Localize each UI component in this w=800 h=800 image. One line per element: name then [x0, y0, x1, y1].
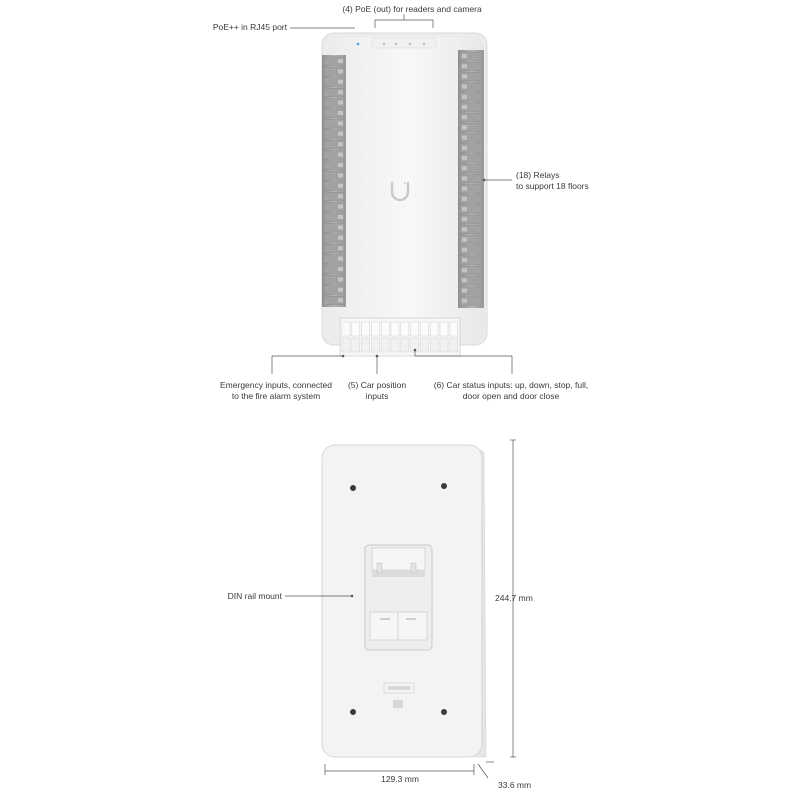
bottom-input-connector [339, 317, 461, 357]
ubiquiti-u-logo-icon [390, 181, 410, 202]
car-position-line1: (5) Car position [347, 380, 407, 390]
front-view-device [321, 32, 488, 357]
emergency-inputs-label: Emergency inputs, connected to the fire … [220, 380, 332, 402]
right-relay-terminal-block [458, 50, 484, 308]
relays-label-line2: to support 18 floors [516, 181, 589, 191]
din-rail-clip [364, 544, 433, 651]
car-position-inputs-label: (5) Car position inputs [348, 380, 406, 402]
emergency-label-line1: Emergency inputs, connected [220, 380, 332, 390]
left-terminal-block [322, 55, 346, 307]
car-status-line2: door open and door close [462, 391, 560, 401]
din-leader-dot [350, 594, 354, 598]
poe-out-label: (4) PoE (out) for readers and camera [342, 4, 482, 14]
height-dimension-label: 244.7 mm [495, 593, 533, 603]
top-poe-ports [371, 37, 437, 49]
top-leader-lines [271, 14, 513, 374]
car-status-inputs-label: (6) Car status inputs: up, down, stop, f… [434, 380, 589, 402]
poe-in-label: PoE++ in RJ45 port [212, 22, 287, 32]
relays-label: (18) Relays to support 18 floors [516, 170, 589, 192]
regulatory-marks-label [383, 682, 415, 708]
car-position-line2: inputs [365, 391, 389, 401]
status-led-icon [356, 42, 360, 46]
mounting-hole-icon [350, 483, 447, 715]
top-leader-dots [341, 178, 486, 358]
back-view-device [321, 444, 487, 758]
emergency-label-line2: to the fire alarm system [231, 391, 321, 401]
depth-dimension-label: 33.6 mm [498, 780, 532, 790]
din-rail-mount-label: DIN rail mount [227, 591, 282, 601]
car-status-line1: (6) Car status inputs: up, down, stop, f… [433, 380, 589, 390]
dimension-lines [285, 439, 516, 779]
relays-label-line1: (18) Relays [516, 170, 560, 180]
width-dimension-label: 129.3 mm [381, 774, 419, 784]
